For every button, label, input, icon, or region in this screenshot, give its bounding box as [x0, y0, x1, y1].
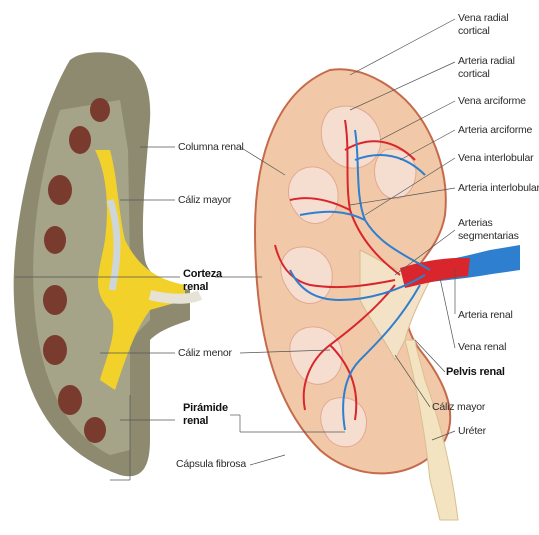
- photo-kidney-section: [14, 52, 200, 476]
- label-pelvis-renal: Pelvis renal: [446, 366, 505, 379]
- label-caliz-mayor-left: Cáliz mayor: [178, 194, 231, 207]
- label-ureter: Uréter: [458, 425, 486, 438]
- label-columna-renal: Columna renal: [178, 141, 244, 154]
- label-vena-arciforme: Vena arciforme: [458, 95, 526, 108]
- label-arteria-interlobular: Arteria interlobular: [458, 182, 539, 195]
- label-piramide-renal: Pirámide renal: [183, 402, 235, 428]
- label-vena-interlobular: Vena interlobular: [458, 152, 533, 165]
- label-vena-radial-cortical: Vena radial cortical: [458, 12, 538, 38]
- label-arteria-renal: Arteria renal: [458, 309, 513, 322]
- label-capsula-fibrosa: Cápsula fibrosa: [176, 458, 246, 471]
- ureter-stump-photo: [150, 295, 200, 299]
- label-corteza-renal: Corteza renal: [183, 268, 223, 294]
- label-vena-renal: Vena renal: [458, 341, 506, 354]
- label-caliz-mayor-right: Cáliz mayor: [432, 401, 485, 414]
- label-arterias-segmentarias: Arterias segmentarias: [458, 217, 538, 243]
- label-arteria-radial-cortical: Arteria radial cortical: [458, 55, 538, 81]
- label-caliz-menor: Cáliz menor: [178, 347, 232, 360]
- label-arteria-arciforme: Arteria arciforme: [458, 124, 532, 137]
